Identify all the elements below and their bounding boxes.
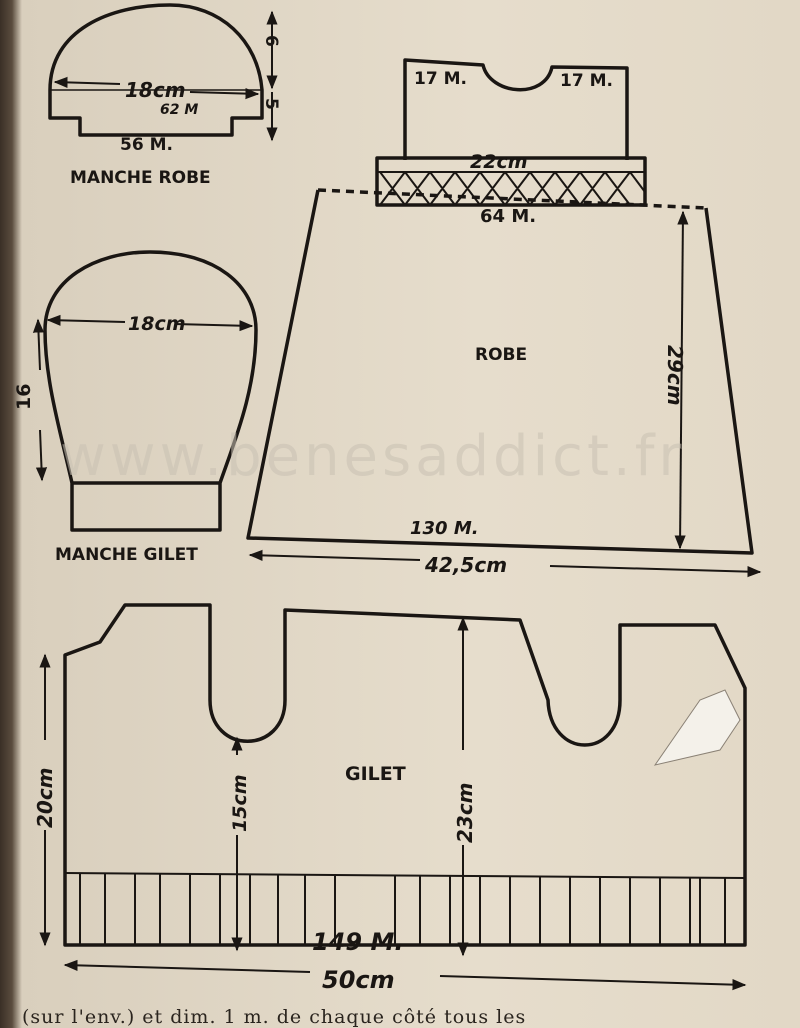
robe-hem-width: 42,5cm [424,553,507,577]
manche-robe-cap-height: 6 [261,35,281,47]
gilet-width: 50cm [322,966,395,994]
manche-robe-stitches-bottom: 56 M. [120,135,173,155]
manche-robe-title: MANCHE ROBE [70,168,211,188]
manche-gilet-width: 18cm [128,313,186,335]
body-text-line: (sur l'env.) et dim. 1 m. de chaque côté… [22,1006,527,1028]
gilet-stitches: 149 M. [312,928,403,956]
paper-tear [653,689,741,766]
manche-robe-shape [48,3,278,142]
robe-bodice-left-stitches: 17 M. [414,69,467,89]
manche-robe-width: 18cm [125,78,186,102]
gilet-center-height: 23cm [453,782,477,843]
gilet-side-height: 20cm [33,767,57,828]
gilet-front-height: 15cm [229,774,251,832]
manche-robe-cuff-height: 5 [261,98,281,110]
robe-title: ROBE [475,345,527,365]
robe-skirt-shape [246,188,762,578]
watermark: www.benesaddict.fr [60,424,685,489]
robe-hem-stitches: 130 M. [410,518,479,539]
manche-gilet-shape [32,250,258,532]
robe-height: 29cm [663,345,687,406]
robe-bodice-shape [375,58,647,207]
robe-band-width: 22cm [470,151,528,173]
gilet-title: GILET [345,763,406,785]
gilet-shape [39,603,747,991]
ribbing-lines [79,873,726,945]
robe-waist-stitches: 64 M. [480,206,536,227]
robe-bodice-right-stitches: 17 M. [560,71,613,91]
manche-gilet-title: MANCHE GILET [55,545,198,565]
manche-robe-stitches-top: 62 M [160,102,198,118]
manche-gilet-height: 16 [13,384,35,410]
